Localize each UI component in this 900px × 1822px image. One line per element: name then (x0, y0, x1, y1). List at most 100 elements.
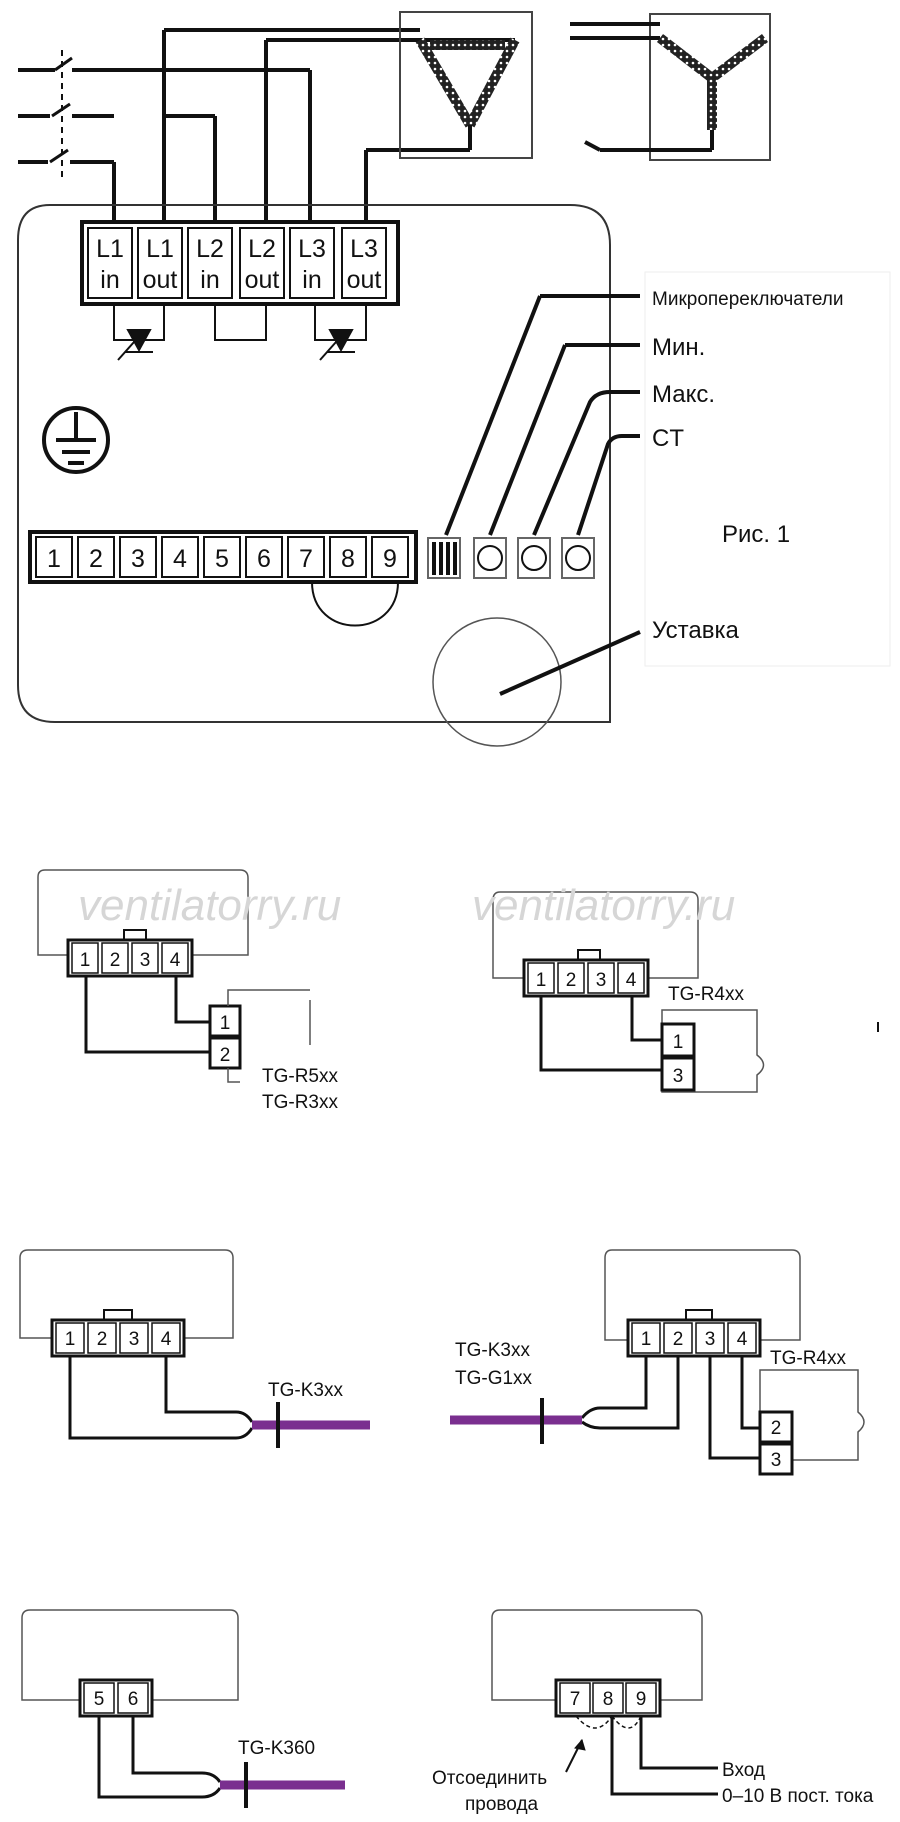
controller-enclosure (17, 204, 611, 723)
thyristor-icon (113, 304, 165, 361)
sub-diagram-5 (21, 1609, 345, 1808)
sd6-terminal-9: 9 (636, 1689, 647, 1710)
sd1-model-label-2: TG-R3xx (262, 1092, 339, 1113)
dip-switches-label: Микропереключатели (652, 289, 844, 310)
min-potentiometer (473, 537, 507, 579)
terminal-2: 2 (89, 545, 103, 573)
control-terminals (35, 536, 409, 578)
sd3-terminal-2: 2 (97, 1329, 108, 1350)
sd4-sensor-pin-3: 3 (771, 1450, 782, 1471)
sd2-terminal-1: 1 (536, 970, 547, 991)
terminal-l2-out-bottom: out (245, 266, 280, 294)
sd6-input-label-2: 0–10 В пост. тока (722, 1786, 874, 1807)
sd1-terminal-4: 4 (170, 950, 181, 971)
sub-diagram-5-labels: 5 6 (94, 1689, 139, 1710)
sub-diagram-6 (491, 1609, 718, 1796)
terminal-7: 7 (299, 545, 313, 573)
sd1-sensor-pin-2: 2 (220, 1045, 231, 1066)
sub-diagram-4-labels: 1 2 3 4 2 3 (641, 1329, 782, 1471)
sd2-terminal-3: 3 (596, 970, 607, 991)
thyristor-icon (314, 304, 367, 361)
sd3-terminal-4: 4 (161, 1329, 172, 1350)
sd1-model-label-1: TG-R5xx (262, 1066, 339, 1087)
jumper-7-8 (311, 581, 399, 627)
terminal-4: 4 (173, 545, 187, 573)
sd2-terminal-2: 2 (566, 970, 577, 991)
ct-potentiometer (561, 537, 595, 579)
control-terminal-block (28, 530, 418, 584)
sd6-terminal-7: 7 (570, 1689, 581, 1710)
l2-bridge (214, 304, 267, 341)
sd2-model-label: TG-R4xx (668, 984, 745, 1005)
terminal-l3-out-top: L3 (350, 235, 378, 263)
terminal-l1-out-bottom: out (143, 266, 178, 294)
dip-switches (427, 537, 461, 579)
power-terminals (87, 227, 387, 299)
sd2-sensor-pin-1: 1 (673, 1032, 684, 1053)
sd6-disconnect-label-2: провода (465, 1794, 539, 1815)
sub-diagram-3-labels: 1 2 3 4 (65, 1329, 172, 1350)
sub-diagram-1-labels: 1 2 3 4 1 2 (80, 950, 231, 1066)
watermark-left: ventilatorry.ru (78, 881, 341, 930)
sd4-model-label: TG-R4xx (770, 1348, 847, 1369)
terminal-l3-in-bottom: in (302, 266, 321, 294)
sd3-model-label: TG-K3xx (268, 1380, 343, 1401)
sd5-terminal-6: 6 (128, 1689, 139, 1710)
min-label: Мин. (652, 334, 705, 361)
sd1-terminal-1: 1 (80, 950, 91, 971)
terminal-l2-out-top: L2 (248, 235, 276, 263)
delta-winding-icon (399, 11, 533, 159)
terminal-5: 5 (215, 545, 229, 573)
sd3-terminal-3: 3 (129, 1329, 140, 1350)
ct-label: CT (652, 425, 684, 452)
terminal-l3-out-bottom: out (347, 266, 382, 294)
terminal-1: 1 (47, 545, 61, 573)
terminal-l1-in-bottom: in (100, 266, 119, 294)
terminal-9: 9 (383, 545, 397, 573)
terminal-6: 6 (257, 545, 271, 573)
sd6-disconnect-label-1: Отсоединить (432, 1768, 547, 1789)
power-terminal-labels: L1 in L1 out L2 in L2 out L3 in L3 out (96, 235, 381, 294)
terminal-l1-out-top: L1 (146, 235, 174, 263)
sub-diagram-4 (450, 1249, 865, 1476)
sd4-sensor-pin-2: 2 (771, 1418, 782, 1439)
sd3-terminal-1: 1 (65, 1329, 76, 1350)
callout-labels: Микропереключатели Мин. Макс. CT Рис. 1 … (652, 289, 844, 644)
star-winding-icon (570, 13, 771, 161)
max-potentiometer (517, 537, 551, 579)
sd5-terminal-5: 5 (94, 1689, 105, 1710)
sd4-cable-label-1: TG-K3xx (455, 1340, 530, 1361)
sd2-terminal-4: 4 (626, 970, 637, 991)
sd1-sensor-pin-1: 1 (220, 1013, 231, 1034)
sd4-terminal-3: 3 (705, 1329, 716, 1350)
sd1-terminal-2: 2 (110, 950, 121, 971)
terminal-3: 3 (131, 545, 145, 573)
sd4-terminal-4: 4 (737, 1329, 748, 1350)
setpoint-label: Уставка (652, 617, 739, 644)
ground-icon (42, 406, 110, 474)
main-diagram (17, 11, 891, 747)
sd6-terminal-8: 8 (603, 1689, 614, 1710)
sub-diagram-2-labels: 1 2 3 4 1 3 (536, 970, 684, 1087)
sd4-terminal-2: 2 (673, 1329, 684, 1350)
sd4-cable-label-2: TG-G1xx (455, 1368, 533, 1389)
terminal-l1-in-top: L1 (96, 235, 124, 263)
sub-diagram-6-labels: 7 8 9 (570, 1689, 647, 1710)
max-label: Макс. (652, 381, 715, 408)
sd5-model-label: TG-K360 (238, 1738, 315, 1759)
watermark-right: ventilatorry.ru (472, 881, 735, 930)
sd4-terminal-1: 1 (641, 1329, 652, 1350)
sub-diagram-1 (37, 869, 311, 1083)
callout-leaders (444, 294, 641, 696)
sub-diagram-2 (492, 891, 879, 1093)
terminal-8: 8 (341, 545, 355, 573)
terminal-l2-in-top: L2 (196, 235, 224, 263)
sub-diagram-3 (19, 1249, 370, 1448)
legend-panel (644, 271, 891, 667)
terminal-l3-in-top: L3 (298, 235, 326, 263)
figure-label: Рис. 1 (722, 521, 790, 548)
setpoint-knob (432, 617, 562, 747)
sd1-terminal-3: 3 (140, 950, 151, 971)
sd2-sensor-pin-3: 3 (673, 1066, 684, 1087)
